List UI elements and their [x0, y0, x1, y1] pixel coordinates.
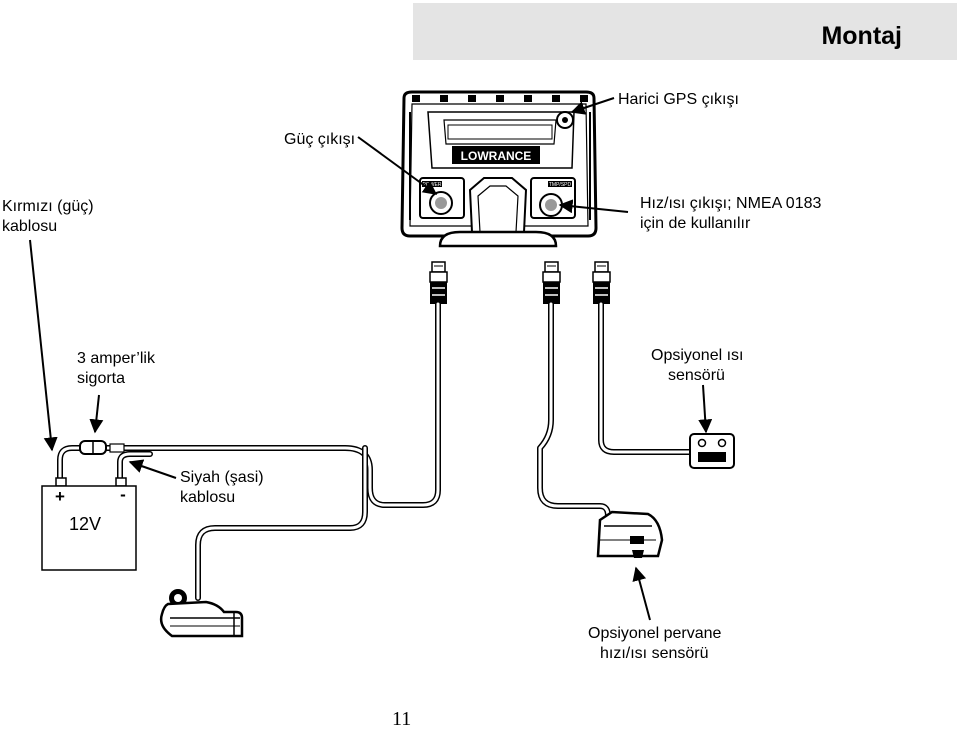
- power-cable-connector: [429, 261, 448, 304]
- battery-voltage-label: 12V: [69, 514, 101, 534]
- power-port-callout: Güç çıkışı: [284, 131, 356, 148]
- page-number: 11: [392, 708, 412, 730]
- red-cable-label-line2: kablosu: [2, 218, 58, 235]
- display-unit: LOWRANCE POWER TMP/SPD: [400, 90, 598, 248]
- fuse-label-line1: 3 amper’lik: [77, 350, 155, 367]
- page-title: Montaj: [821, 22, 902, 50]
- paddle-cable: [540, 304, 608, 516]
- gps-port-label: Harici GPS çıkışı: [618, 91, 739, 108]
- header-bar: Montaj: [413, 3, 957, 60]
- battery-plus-label: +: [55, 487, 65, 506]
- temp-sensor-label-line2: sensörü: [668, 367, 725, 384]
- red-cable-label-line1: Kırmızı (güç): [2, 198, 94, 215]
- temp-sensor: [689, 433, 735, 469]
- black-cable-label-line1: Siyah (şasi): [180, 469, 264, 486]
- brand-logo: LOWRANCE: [461, 149, 532, 163]
- fuse-holder: [79, 440, 125, 455]
- speed-port-label-line2: için de kullanılır: [640, 215, 751, 232]
- callout-arrows: [29, 97, 713, 621]
- temp-sensor-connector: [592, 261, 611, 304]
- speed-port-label-line1: Hız/ısı çıkışı; NMEA 0183: [640, 195, 822, 212]
- paddle-sensor-connector: [542, 261, 561, 304]
- temp-port-label: TMP/SPD: [549, 182, 572, 188]
- black-cable-label-line2: kablosu: [180, 489, 236, 506]
- paddle-sensor-label-line2: hızı/ısı sensörü: [600, 645, 709, 662]
- fuse-label-line2: sigorta: [77, 370, 126, 387]
- paddle-sensor-label-line1: Opsiyonel pervane: [588, 625, 722, 642]
- ground-cable: [120, 454, 150, 478]
- battery: + - 12V: [41, 477, 137, 571]
- temp-sensor-label-line1: Opsiyonel ısı: [651, 347, 744, 364]
- paddle-wheel-sensor: [596, 510, 664, 558]
- battery-minus-label: -: [120, 485, 126, 504]
- transducer: [159, 589, 244, 638]
